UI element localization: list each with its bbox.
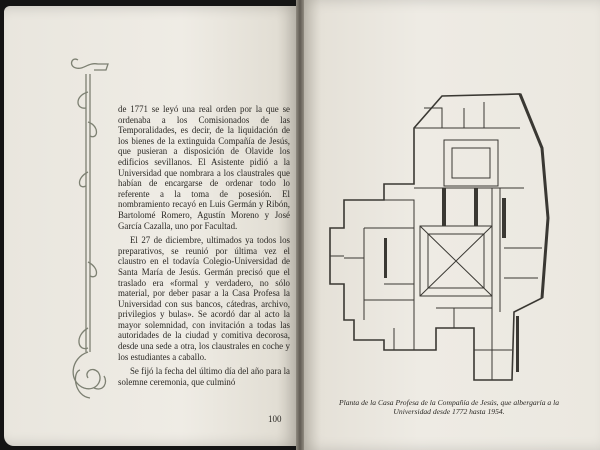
- figure-caption: Planta de la Casa Profesa de la Compañía…: [338, 398, 560, 417]
- paragraph-3: Se fijó la fecha del último día del año …: [118, 366, 290, 387]
- floor-plan-drawing: [329, 93, 550, 381]
- paragraph-2: El 27 de diciembre, ultimados ya todos l…: [118, 235, 290, 362]
- right-page: [300, 0, 600, 450]
- page-number: 100: [268, 414, 282, 424]
- paragraph-1: de 1771 se leyó una real orden por la qu…: [118, 104, 290, 231]
- body-text: de 1771 se leyó una real orden por la qu…: [118, 104, 290, 391]
- decorative-border-ornament-icon: [70, 58, 109, 399]
- book-gutter: [296, 0, 304, 450]
- left-page: [4, 6, 300, 446]
